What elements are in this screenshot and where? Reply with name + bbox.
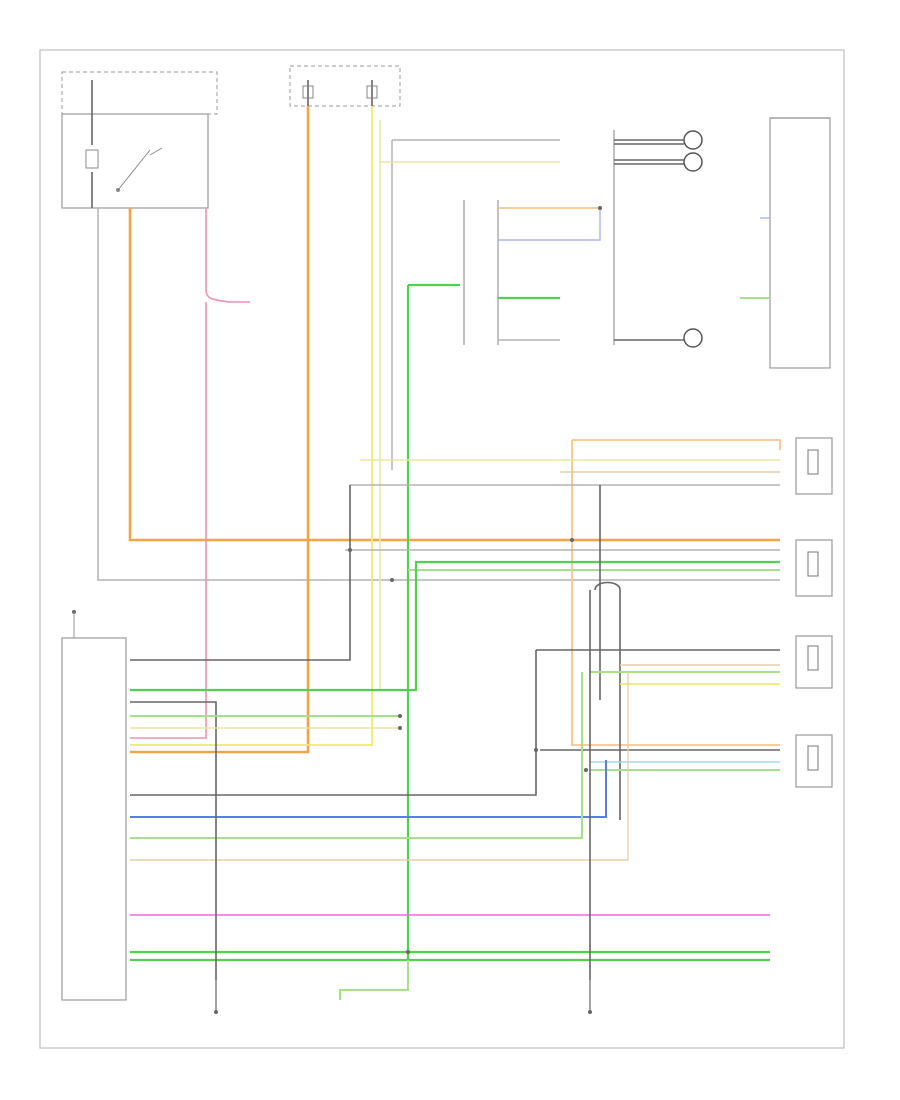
amplifier-module (769, 117, 831, 369)
tweeter-right (614, 152, 703, 172)
fuse-box-center (289, 65, 401, 107)
speaker-lower (683, 328, 703, 348)
speaker-connectors-right (795, 437, 833, 788)
fuse-box-left (61, 71, 218, 209)
ground-left (214, 980, 218, 1014)
diagram-frame (39, 49, 845, 1049)
tweeter-left (614, 130, 703, 150)
wire-harness (97, 106, 781, 1000)
ground-right (588, 980, 592, 1014)
radio-unit (61, 610, 127, 1001)
switch-connector (463, 130, 615, 345)
splice-points (348, 206, 602, 954)
